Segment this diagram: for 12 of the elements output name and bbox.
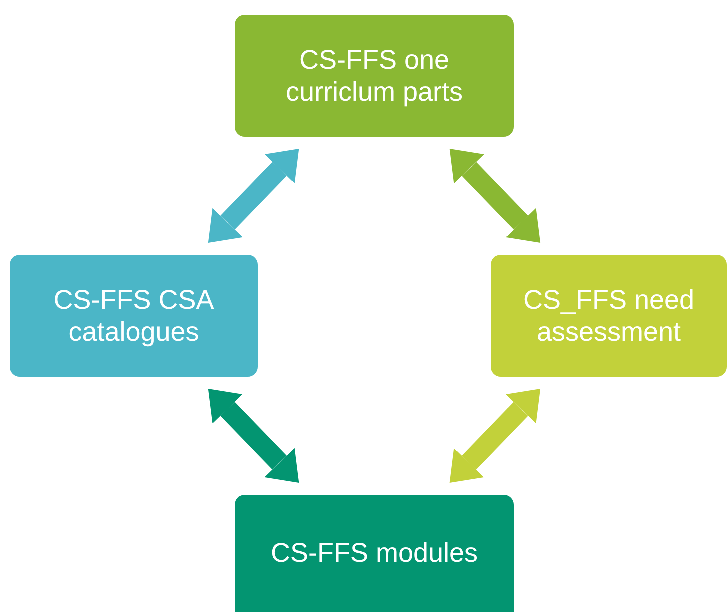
process-box <box>235 15 514 137</box>
double-arrow <box>450 389 541 483</box>
process-box <box>10 255 258 377</box>
process-box <box>491 255 727 377</box>
box-label: CS_FFS need assessment <box>522 284 696 348</box>
box-label: CS-FFS modules <box>270 537 478 570</box>
box-label: CS-FFS CSA catalogues <box>52 284 216 348</box>
box-label: CS-FFS one curriclum parts <box>284 44 464 108</box>
process-box <box>235 495 514 612</box>
double-arrow <box>208 149 300 243</box>
double-arrow <box>208 389 300 483</box>
double-arrow <box>450 149 541 243</box>
